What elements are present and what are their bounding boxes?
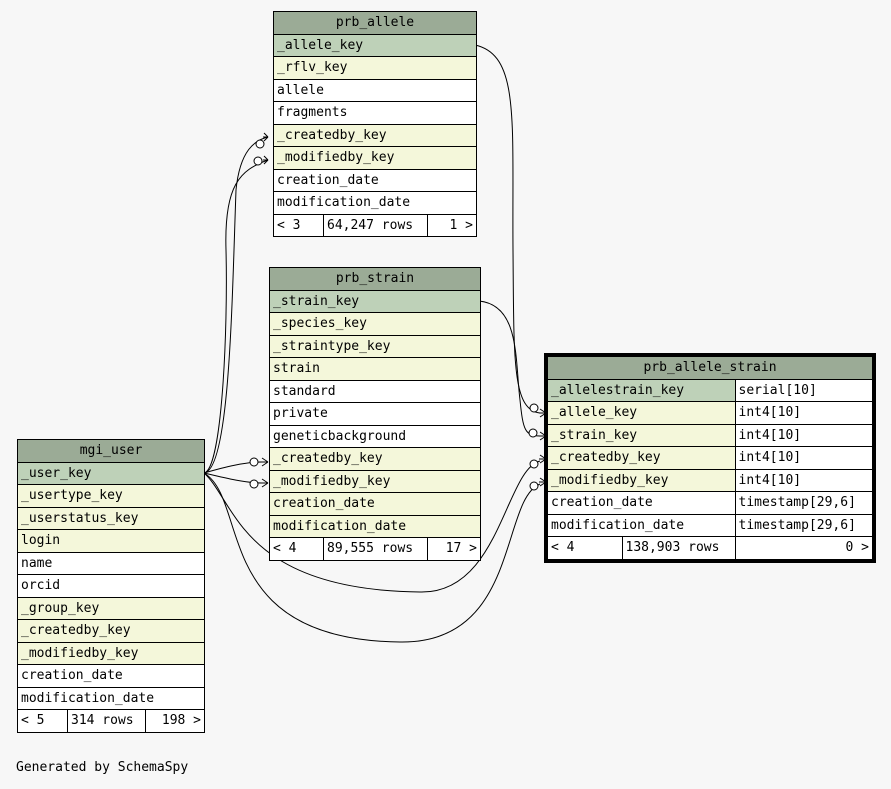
column-row[interactable]: strain bbox=[268, 357, 482, 381]
children-count[interactable]: 17 > bbox=[426, 537, 482, 561]
column-name[interactable]: _allele_key bbox=[546, 401, 736, 425]
column-row[interactable]: orcid bbox=[16, 574, 206, 598]
generated-by-text: Generated by SchemaSpy bbox=[16, 760, 189, 775]
table-title[interactable]: mgi_user bbox=[16, 439, 206, 463]
column-row[interactable]: _userstatus_key bbox=[16, 506, 206, 530]
column-name[interactable]: _allelestrain_key bbox=[546, 378, 736, 402]
column-row[interactable]: creation_date bbox=[272, 168, 478, 192]
column-name[interactable]: modification_date bbox=[546, 513, 736, 537]
table-mgi-user[interactable]: mgi_user _user_key _usertype_key _userst… bbox=[16, 439, 206, 733]
column-type: timestamp[29,6] bbox=[734, 513, 874, 537]
column-row[interactable]: modification_date bbox=[16, 686, 206, 710]
parents-count[interactable]: < 4 bbox=[546, 536, 623, 560]
column-type: int4[10] bbox=[734, 446, 874, 470]
parents-count[interactable]: < 5 bbox=[17, 709, 68, 733]
column-row[interactable]: creation_date bbox=[16, 664, 206, 688]
column-name[interactable]: _modifiedby_key bbox=[546, 468, 736, 492]
column-row[interactable]: _straintype_key bbox=[268, 334, 482, 358]
children-count[interactable]: 0 > bbox=[734, 536, 874, 560]
parents-count[interactable]: < 4 bbox=[269, 537, 324, 561]
row-count: 314 rows bbox=[67, 709, 146, 733]
column-type: serial[10] bbox=[734, 378, 874, 402]
children-count[interactable]: 1 > bbox=[426, 213, 478, 237]
column-row[interactable]: _group_key bbox=[16, 596, 206, 620]
column-row[interactable]: fragments bbox=[272, 101, 478, 125]
column-row[interactable]: geneticbackground bbox=[268, 424, 482, 448]
column-row[interactable]: _modifiedby_key bbox=[272, 146, 478, 170]
column-row[interactable]: modification_date bbox=[272, 191, 478, 215]
column-row[interactable]: modification_date bbox=[268, 514, 482, 538]
column-row[interactable]: standard bbox=[268, 379, 482, 403]
column-row[interactable]: _modifiedby_key bbox=[16, 641, 206, 665]
table-prb-allele[interactable]: prb_allele _allele_key _rflv_key allele … bbox=[272, 11, 478, 237]
column-row[interactable]: _strain_key bbox=[268, 289, 482, 313]
column-name[interactable]: _createdby_key bbox=[546, 446, 736, 470]
column-name[interactable]: creation_date bbox=[546, 491, 736, 515]
column-row[interactable]: _allele_key bbox=[272, 33, 478, 57]
column-row[interactable]: allele bbox=[272, 78, 478, 102]
children-count[interactable]: 198 > bbox=[144, 709, 206, 733]
row-count: 64,247 rows bbox=[323, 213, 428, 237]
column-row[interactable]: _modifiedby_key bbox=[268, 469, 482, 493]
edge-user-allele-modifiedby bbox=[203, 159, 269, 474]
edge-user-allele-createdby bbox=[203, 136, 269, 474]
column-type: int4[10] bbox=[734, 423, 874, 447]
row-count: 89,555 rows bbox=[323, 537, 428, 561]
column-row[interactable]: _user_key bbox=[16, 461, 206, 485]
column-row[interactable]: _usertype_key bbox=[16, 484, 206, 508]
column-name[interactable]: _strain_key bbox=[546, 423, 736, 447]
edge-allele-pas bbox=[474, 44, 541, 414]
column-row[interactable]: login bbox=[16, 529, 206, 553]
column-row[interactable]: _species_key bbox=[268, 312, 482, 336]
table-title[interactable]: prb_allele bbox=[272, 11, 478, 35]
column-type: int4[10] bbox=[734, 468, 874, 492]
column-type: int4[10] bbox=[734, 401, 874, 425]
table-prb-allele-strain[interactable]: prb_allele_strain _allelestrain_key seri… bbox=[543, 353, 877, 563]
edge-user-pas-modifiedby bbox=[203, 472, 541, 643]
column-row[interactable]: _rflv_key bbox=[272, 56, 478, 80]
table-title[interactable]: prb_strain bbox=[268, 267, 482, 291]
table-title[interactable]: prb_allele_strain bbox=[546, 355, 874, 380]
edge-user-pas-createdby bbox=[203, 460, 541, 593]
column-row[interactable]: name bbox=[16, 551, 206, 575]
parents-count[interactable]: < 3 bbox=[273, 213, 324, 237]
column-row[interactable]: _createdby_key bbox=[16, 619, 206, 643]
column-row[interactable]: _createdby_key bbox=[272, 123, 478, 147]
column-type: timestamp[29,6] bbox=[734, 491, 874, 515]
edge-strain-pas bbox=[478, 300, 541, 437]
table-prb-strain[interactable]: prb_strain _strain_key _species_key _str… bbox=[268, 267, 482, 561]
column-row[interactable]: private bbox=[268, 402, 482, 426]
column-row[interactable]: _createdby_key bbox=[268, 447, 482, 471]
column-row[interactable]: creation_date bbox=[268, 492, 482, 516]
row-count: 138,903 rows bbox=[621, 536, 736, 560]
